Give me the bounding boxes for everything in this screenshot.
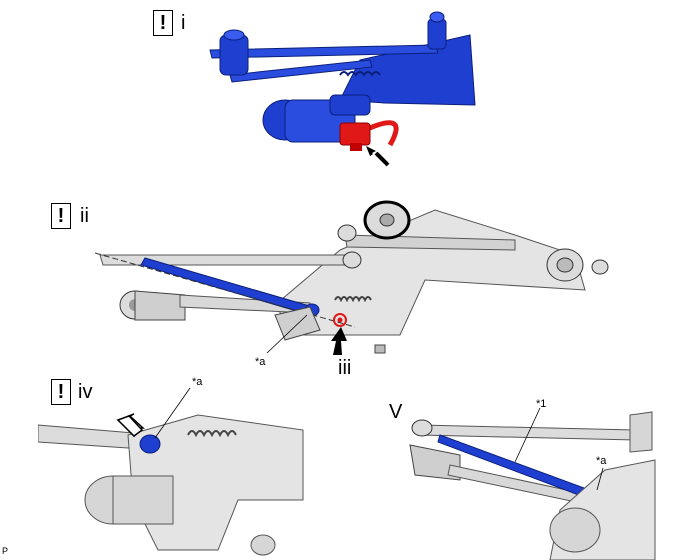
step-label-iii: iii bbox=[338, 357, 352, 379]
panel-ii-illustration bbox=[95, 200, 609, 355]
panel-iv-illustration bbox=[38, 387, 304, 556]
step-label-ii: ii bbox=[80, 205, 89, 227]
callout-a-ii: *a bbox=[255, 356, 266, 368]
warning-icon: ! bbox=[51, 379, 71, 405]
figure-code: P bbox=[2, 546, 9, 556]
step-label-v: V bbox=[389, 401, 403, 423]
callout-1-v: *1 bbox=[536, 398, 547, 410]
step-label-i: i bbox=[181, 12, 186, 34]
callout-a-v: *a bbox=[596, 455, 607, 467]
warning-icon: ! bbox=[51, 203, 71, 229]
warning-icon: ! bbox=[153, 10, 173, 36]
panel-v-illustration bbox=[409, 407, 656, 560]
step-label-iv: iv bbox=[78, 381, 93, 403]
panel-i-illustration bbox=[209, 11, 476, 167]
callout-a-iv: *a bbox=[192, 376, 203, 388]
